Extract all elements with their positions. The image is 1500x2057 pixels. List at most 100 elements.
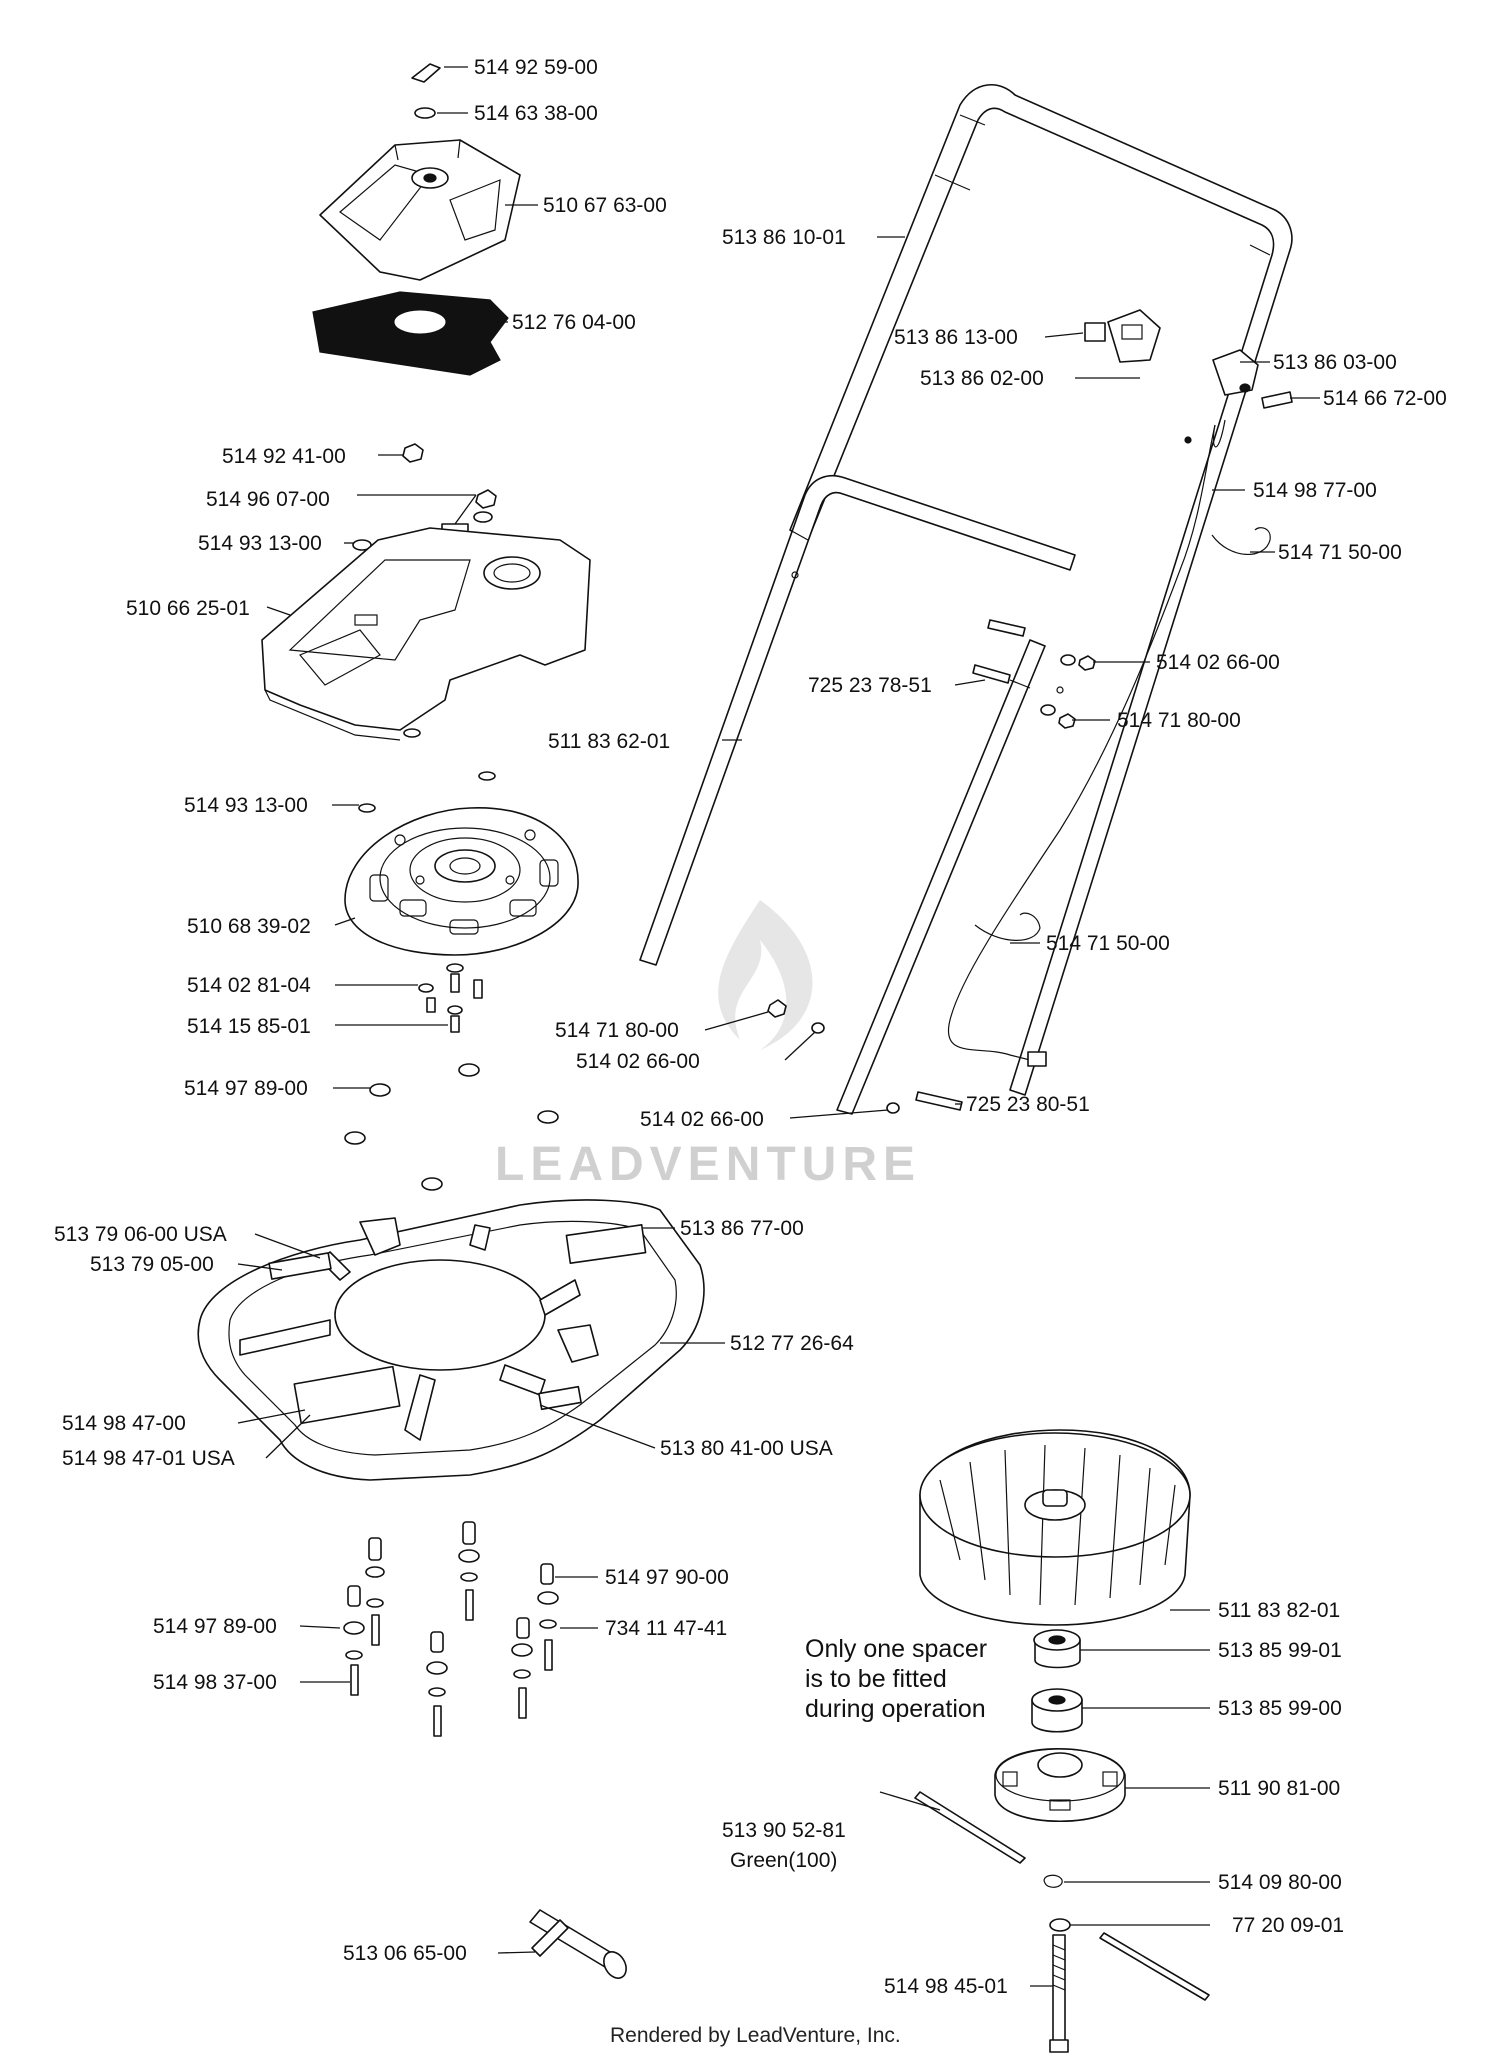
- label-512-77-26-64: 512 77 26-64: [730, 1332, 854, 1355]
- label-511-90-81-00: 511 90 81-00: [1218, 1777, 1340, 1800]
- label-513-79-05-00: 513 79 05-00: [90, 1253, 214, 1276]
- bolt-part: [915, 1091, 963, 1111]
- label-514-71-80-00: 514 71 80-00: [1117, 709, 1241, 732]
- bolt-part: [987, 619, 1026, 637]
- cable-tie-part: [1211, 527, 1271, 555]
- label-514-02-66-00-c: 514 02 66-00: [640, 1108, 764, 1131]
- label-514-98-37-00: 514 98 37-00: [153, 1671, 277, 1694]
- label-514-92-41-00: 514 92 41-00: [222, 445, 346, 468]
- label-513-06-65-00: 513 06 65-00: [343, 1942, 467, 1965]
- label-514-97-89-00: 514 97 89-00: [184, 1077, 308, 1100]
- knob-part: [411, 63, 441, 83]
- label-513-86-77-00: 513 86 77-00: [680, 1217, 804, 1240]
- upper-handle-part: [789, 83, 1293, 1096]
- bolt-part: [972, 664, 1011, 684]
- gasket-part: [312, 291, 509, 376]
- label-514-96-07-00: 514 96 07-00: [206, 488, 330, 511]
- mower-deck-part: [197, 1199, 705, 1481]
- label-514-98-77-00: 514 98 77-00: [1253, 479, 1377, 502]
- nut-part: [1058, 713, 1076, 729]
- washer-part: [478, 771, 496, 781]
- label-514-93-13-00: 514 93 13-00: [198, 532, 322, 555]
- watermark: LEADVENTURE: [495, 900, 921, 1191]
- washer-part: [1040, 704, 1056, 716]
- switch-cap-part: [1084, 322, 1106, 342]
- washer-part: [1049, 1918, 1071, 1932]
- nut-part: [475, 489, 497, 509]
- label-510-68-39-02: 510 68 39-02: [187, 915, 311, 938]
- washer-part: [473, 511, 493, 523]
- label-513-85-99-00: 513 85 99-00: [1218, 1697, 1342, 1720]
- label-513-80-41-00-usa: 513 80 41-00 USA: [660, 1437, 833, 1460]
- cooling-fan-part: [919, 1429, 1191, 1626]
- label-514-97-89-00-b: 514 97 89-00: [153, 1615, 277, 1638]
- washer-part: [1060, 654, 1076, 666]
- label-512-76-04-00: 512 76 04-00: [512, 311, 636, 334]
- label-77-20-09-01: 77 20 09-01: [1232, 1914, 1344, 1937]
- label-513-86-02-00: 513 86 02-00: [920, 367, 1044, 390]
- spacer-part: [421, 1177, 443, 1191]
- label-514-71-50-00: 514 71 50-00: [1278, 541, 1402, 564]
- label-514-02-81-04: 514 02 81-04: [187, 974, 311, 997]
- label-513-90-52-81: 513 90 52-81: [722, 1819, 846, 1842]
- screw-part: [1261, 391, 1293, 409]
- spacer-part: [344, 1131, 366, 1145]
- flame-logo-icon: [718, 900, 813, 1050]
- label-514-97-90-00: 514 97 90-00: [605, 1566, 729, 1589]
- deck-hardware-part: [343, 1521, 559, 1737]
- spacer-part: [369, 1083, 391, 1097]
- leader-lines: [237, 66, 1320, 1987]
- cable-tie-part: [1099, 1932, 1210, 2001]
- watermark-text: LEADVENTURE: [495, 1138, 921, 1191]
- nut-part: [402, 443, 424, 463]
- switch-housing-part: [1107, 309, 1161, 363]
- label-513-85-99-01: 513 85 99-01: [1218, 1639, 1342, 1662]
- washer-part: [358, 803, 376, 813]
- label-725-23-80-51: 725 23 80-51: [966, 1093, 1090, 1116]
- spacer-note: Only one spacer is to be fitted during o…: [805, 1635, 987, 1723]
- cable-tie-part: [974, 912, 1041, 941]
- spanner-wrench-part: [529, 1909, 627, 1979]
- spacer-part: [458, 1063, 480, 1077]
- lower-handle-part: [639, 474, 1076, 1115]
- washer-part: [886, 1102, 900, 1114]
- label-514-98-47-01-usa: 514 98 47-01 USA: [62, 1447, 235, 1470]
- label-514-71-80-00-b: 514 71 80-00: [555, 1019, 679, 1042]
- motor-housing-part: [261, 527, 591, 741]
- label-513-86-13-00: 513 86 13-00: [894, 326, 1018, 349]
- washer-part: [811, 1022, 825, 1034]
- label-513-86-10-01: 513 86 10-01: [722, 226, 846, 249]
- label-511-83-62-01: 511 83 62-01: [548, 730, 670, 753]
- label-514-98-47-00: 514 98 47-00: [62, 1412, 186, 1435]
- label-514-92-59-00: 514 92 59-00: [474, 56, 598, 79]
- label-514-02-66-00-b: 514 02 66-00: [576, 1050, 700, 1073]
- label-511-83-82-01: 511 83 82-01: [1218, 1599, 1340, 1622]
- label-514-98-45-01: 514 98 45-01: [884, 1975, 1008, 1998]
- label-green-100: Green(100): [730, 1849, 837, 1872]
- label-514-71-50-00-b: 514 71 50-00: [1046, 932, 1170, 955]
- note-line-1: Only one spacer: [805, 1635, 987, 1663]
- label-513-86-03-00: 513 86 03-00: [1273, 351, 1397, 374]
- label-734-11-47-41: 734 11 47-41: [605, 1617, 727, 1640]
- spacer-part: [537, 1110, 559, 1124]
- label-510-67-63-00: 510 67 63-00: [543, 194, 667, 217]
- label-514-66-72-00: 514 66 72-00: [1323, 387, 1447, 410]
- spacer-small-part: [1033, 1629, 1081, 1669]
- top-cover-part: [319, 139, 521, 281]
- fan-cover-part: [994, 1747, 1126, 1823]
- label-514-02-66-00: 514 02 66-00: [1156, 651, 1280, 674]
- switch-box-part: [1212, 349, 1259, 396]
- note-line-2: is to be fitted: [805, 1665, 947, 1693]
- nut-part: [767, 999, 787, 1018]
- washer-part: [403, 728, 421, 738]
- label-514-15-85-01: 514 15 85-01: [187, 1015, 311, 1038]
- motor-plate-part: [344, 807, 579, 956]
- washer-part: [414, 107, 436, 119]
- label-514-09-80-00: 514 09 80-00: [1218, 1871, 1342, 1894]
- label-510-66-25-01: 510 66 25-01: [126, 597, 250, 620]
- power-cable-part: [947, 419, 1226, 1067]
- nut-part: [1078, 655, 1096, 671]
- label-725-23-78-51: 725 23 78-51: [808, 674, 932, 697]
- spacer-large-part: [1031, 1688, 1083, 1733]
